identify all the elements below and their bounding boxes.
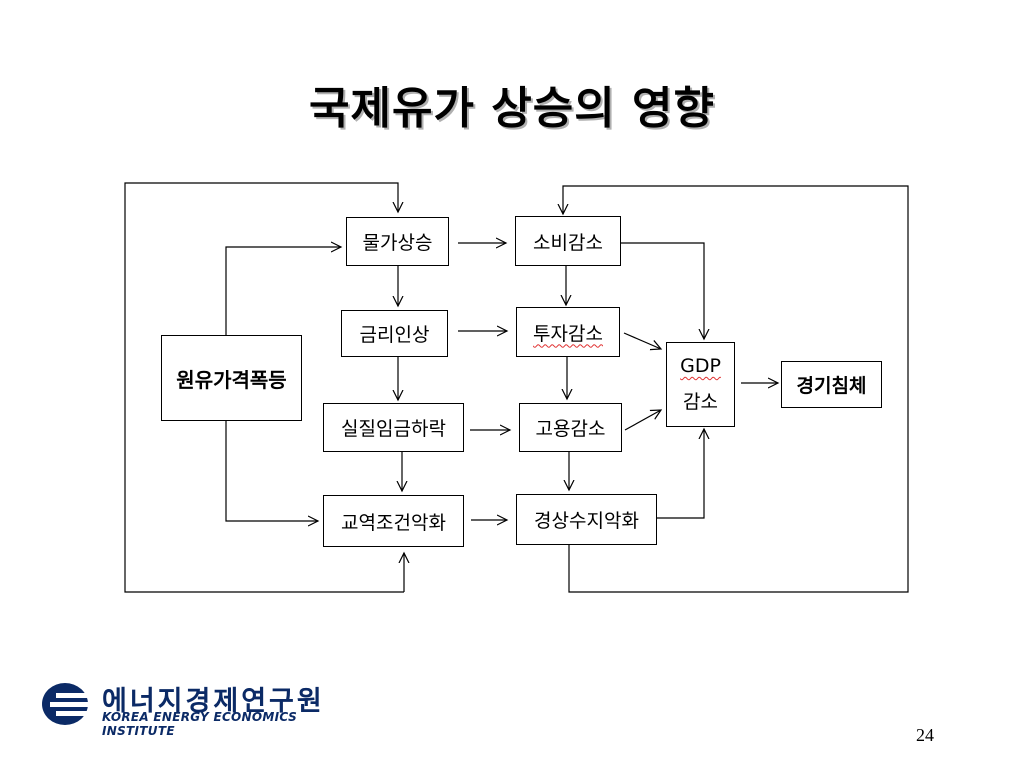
arrow-oil-price <box>225 247 341 335</box>
node-price-rise: 물가상승 <box>346 217 449 266</box>
page-number: 24 <box>916 725 934 745</box>
logo-english-text: KOREA ENERGY ECONOMICS INSTITUTE <box>102 710 298 738</box>
node-recession: 경기침체 <box>781 361 882 408</box>
arrow-current-gdp <box>657 429 704 519</box>
node-current-account: 경상수지악화 <box>516 494 657 545</box>
loop-top-right <box>563 185 909 593</box>
node-investment-fall: 투자감소 <box>516 307 620 357</box>
loop-top-left <box>124 182 404 593</box>
slide-title: 국제유가 상승의 영향 <box>309 83 715 134</box>
node-investment-fall-label: 투자감소 <box>533 322 603 345</box>
institute-logo: 에너지경제연구원 KOREA ENERGY ECONOMICS INSTITUT… <box>40 681 352 738</box>
arrow-consume-gdp <box>621 242 704 339</box>
logo-emblem-icon <box>42 683 90 725</box>
node-employment-fall: 고용감소 <box>519 403 622 452</box>
node-oil-price-surge: 원유가격폭등 <box>161 335 302 421</box>
gdp-label: GDP <box>680 355 721 377</box>
decrease-label: 감소 <box>683 391 718 413</box>
node-terms-of-trade: 교역조건악화 <box>323 495 464 547</box>
arrow-invest-gdp <box>623 332 661 349</box>
logo-korean-text: 에너지경제연구원 <box>102 686 325 717</box>
node-consumption-fall: 소비감소 <box>515 216 621 266</box>
arrow-oil-terms <box>225 420 318 521</box>
node-real-wage-fall: 실질임금하락 <box>323 403 464 452</box>
arrow-employ-gdp <box>624 410 661 431</box>
node-rate-hike: 금리인상 <box>341 310 448 357</box>
node-gdp-decrease: GDP 감소 <box>666 342 735 427</box>
